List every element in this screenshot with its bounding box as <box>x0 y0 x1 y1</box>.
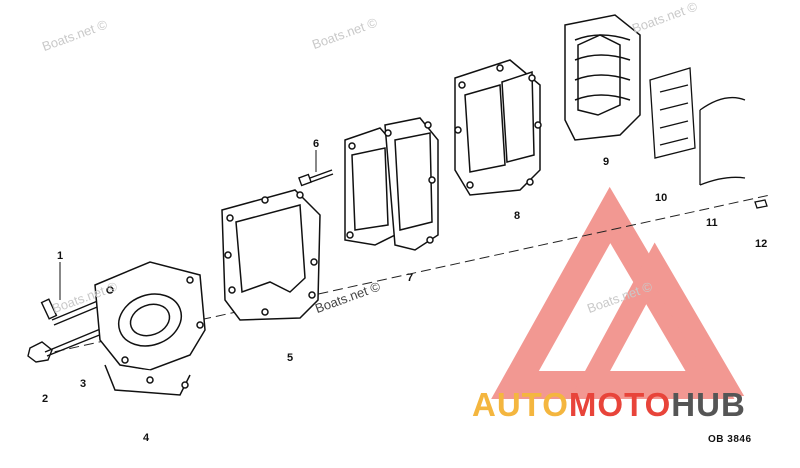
part-screw-12 <box>754 199 768 209</box>
callout-9: 9 <box>603 156 610 168</box>
callout-5: 5 <box>287 352 294 364</box>
callout-3: 3 <box>80 378 87 390</box>
callout-12: 12 <box>755 238 768 250</box>
brand-logo-part-moto: MOTO <box>568 386 672 423</box>
callout-11: 11 <box>706 217 718 229</box>
part-stop-plate-11 <box>699 96 746 186</box>
part-gasket-5 <box>221 189 321 321</box>
part-reed-cage-9 <box>564 14 641 141</box>
callout-leaders <box>59 150 317 300</box>
logo-triangle-mark <box>491 186 745 399</box>
callout-6: 6 <box>313 138 320 150</box>
callout-2: 2 <box>42 393 49 405</box>
part-reed-petals-10 <box>649 67 696 159</box>
callout-10: 10 <box>655 192 668 204</box>
part-gasket-8 <box>454 59 542 196</box>
part-stud-and-nut <box>27 298 113 363</box>
part-plate-7 <box>344 117 439 251</box>
part-screw-6 <box>298 169 334 187</box>
diagram-reference-code: OB 3846 <box>708 434 752 445</box>
brand-logo: AUTOMOTOHUB <box>472 386 746 424</box>
part-intake-housing <box>94 261 206 396</box>
callout-4: 4 <box>143 432 150 444</box>
brand-logo-part-auto: AUTO <box>472 386 569 423</box>
brand-logo-part-hub: HUB <box>671 386 746 423</box>
callout-7: 7 <box>407 272 414 284</box>
callout-1: 1 <box>57 250 64 262</box>
callout-8: 8 <box>514 210 521 222</box>
